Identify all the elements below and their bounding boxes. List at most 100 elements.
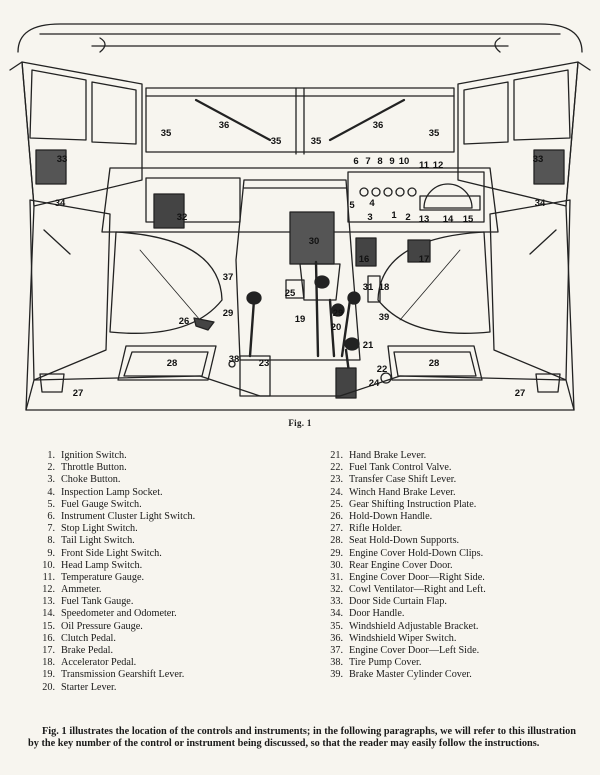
intro-paragraph: Fig. 1 illustrates the location of the c… bbox=[28, 726, 576, 750]
legend-number: 20. bbox=[42, 681, 55, 693]
legend-text: Transfer Case Shift Lever. bbox=[349, 474, 457, 486]
callout-starter: 20 bbox=[331, 322, 342, 333]
legend-number: 12. bbox=[42, 584, 55, 596]
callout-tire-pump: 38 bbox=[229, 354, 240, 365]
legend-number: 1. bbox=[47, 450, 55, 461]
callout-instr-5: 5 bbox=[349, 200, 355, 211]
legend-number: 26. bbox=[330, 510, 343, 522]
callout-door-handle-left: 34 bbox=[55, 198, 66, 209]
callout-brake-pedal: 17 bbox=[419, 254, 430, 265]
legend-text: Hand Brake Lever. bbox=[349, 450, 427, 461]
legend-entry: 29.Engine Cover Hold-Down Clips. bbox=[322, 548, 582, 560]
legend-text: Instrument Cluster Light Switch. bbox=[61, 510, 196, 522]
legend-text: Accelerator Pedal. bbox=[61, 657, 137, 669]
callout-clutch: 16 bbox=[359, 254, 370, 265]
legend-text: Inspection Lamp Socket. bbox=[61, 486, 163, 498]
legend-entry: 33.Door Side Curtain Flap. bbox=[322, 596, 582, 608]
legend-number: 36. bbox=[330, 632, 343, 644]
legend-number: 19. bbox=[42, 669, 55, 681]
legend-entry: 7.Stop Light Switch. bbox=[34, 523, 294, 535]
legend-entry: 24.Winch Hand Brake Lever. bbox=[322, 487, 582, 499]
legend-text: Throttle Button. bbox=[61, 462, 127, 474]
callout-door-handle-right: 34 bbox=[535, 198, 546, 209]
callout-curtain-flap-left: 33 bbox=[57, 154, 68, 165]
legend-entry: 23. Transfer Case Shift Lever. bbox=[322, 474, 582, 486]
legend-text: Speedometer and Odometer. bbox=[61, 608, 177, 620]
callout-accelerator: 18 bbox=[379, 282, 390, 293]
callout-wiper-right: 36 bbox=[373, 120, 384, 131]
callout-hand-brake: 21 bbox=[363, 340, 374, 351]
callout-instr-8: 8 bbox=[377, 156, 382, 167]
legend-column-right: 21.Hand Brake Lever.22.Fuel Tank Control… bbox=[322, 450, 582, 682]
callout-instr-14: 14 bbox=[443, 214, 454, 225]
callout-bracket-far-left: 35 bbox=[161, 128, 172, 139]
legend-number: 28. bbox=[330, 535, 343, 547]
legend-text: Brake Master Cylinder Cover. bbox=[349, 669, 472, 681]
legend-entry: 31.Engine Cover Door—Right Side. bbox=[322, 572, 582, 584]
legend-entry: 26.Hold-Down Handle. bbox=[322, 511, 582, 523]
instrument-panel bbox=[347, 171, 485, 223]
callout-clip-right: 29 bbox=[333, 308, 344, 319]
windshield-frame bbox=[145, 87, 455, 153]
legend-text: Clutch Pedal. bbox=[61, 632, 116, 644]
legend-text: Temperature Gauge. bbox=[61, 571, 145, 583]
wheel-well-left bbox=[109, 231, 223, 334]
legend-text: Tail Light Switch. bbox=[61, 535, 135, 547]
legend-number: 39. bbox=[330, 669, 343, 681]
legend-text: Oil Pressure Gauge. bbox=[61, 620, 143, 632]
callout-curtain-flap-right: 33 bbox=[533, 154, 544, 165]
callout-rear-engine-cover-door: 30 bbox=[309, 236, 320, 247]
legend-entry: 35.Windshield Adjustable Bracket. bbox=[322, 621, 582, 633]
callout-seat-left: 28 bbox=[167, 358, 178, 369]
legend-entry: 9.Front Side Light Switch. bbox=[34, 548, 294, 560]
legend-entry: 4. Inspection Lamp Socket. bbox=[34, 487, 294, 499]
legend-entry: 30.Rear Engine Cover Door. bbox=[322, 560, 582, 572]
legend-number: 17. bbox=[42, 645, 55, 656]
legend-text: Starter Lever. bbox=[61, 681, 117, 693]
legend-number: 2. bbox=[47, 462, 55, 474]
legend-text: Winch Hand Brake Lever. bbox=[349, 486, 456, 498]
callout-engine-cover-right: 31 bbox=[363, 282, 374, 293]
callout-instr-11: 11 bbox=[419, 160, 430, 171]
legend-entry: 32.Cowl Ventilator—Right and Left. bbox=[322, 584, 582, 596]
legend-entry: 36.Windshield Wiper Switch. bbox=[322, 633, 582, 645]
legend-text: Brake Pedal. bbox=[61, 645, 114, 656]
callout-instr-12: 12 bbox=[433, 160, 444, 171]
legend-entry: 3.Choke Button. bbox=[34, 474, 294, 486]
callout-shift-plate: 25 bbox=[285, 288, 296, 299]
legend-entry: 19.Transmission Gearshift Lever. bbox=[34, 669, 294, 681]
figure-caption: Fig. 1 bbox=[288, 418, 312, 428]
legend-number: 37. bbox=[330, 645, 343, 656]
legend-number: 8. bbox=[47, 535, 55, 547]
legend-number: 34. bbox=[330, 608, 343, 620]
legend-number: 10. bbox=[42, 559, 55, 571]
legend-number: 9. bbox=[47, 547, 55, 559]
legend-entry: 21.Hand Brake Lever. bbox=[322, 450, 582, 462]
callout-brake-cover: 39 bbox=[379, 312, 390, 323]
callout-bracket-center-left: 35 bbox=[271, 136, 282, 147]
legend-text: Head Lamp Switch. bbox=[61, 559, 143, 571]
legend-number: 7. bbox=[47, 523, 55, 535]
callout-transfer-lever: 23 bbox=[259, 358, 270, 369]
legend-text: Door Side Curtain Flap. bbox=[349, 596, 447, 608]
callout-rifle-left: 27 bbox=[73, 388, 84, 399]
legend-number: 4. bbox=[47, 486, 55, 498]
wheel-well-right bbox=[377, 231, 491, 334]
legend-entry: 12.Ammeter. bbox=[34, 584, 294, 596]
callout-engine-cover-left: 37 bbox=[223, 272, 234, 283]
seat-support-left bbox=[117, 345, 217, 381]
floor bbox=[25, 375, 575, 411]
legend-number: 23. bbox=[330, 474, 343, 486]
legend-text: Windshield Adjustable Bracket. bbox=[349, 620, 479, 632]
callout-instr-6: 6 bbox=[353, 156, 358, 167]
legend-text: Engine Cover Hold-Down Clips. bbox=[349, 547, 484, 559]
callout-hold-down-handle: 26 bbox=[179, 316, 190, 327]
legend-number: 16. bbox=[42, 632, 55, 644]
legend-entry: 2. Throttle Button. bbox=[34, 462, 294, 474]
legend-text: Door Handle. bbox=[349, 608, 405, 620]
callout-seat-right: 28 bbox=[429, 358, 440, 369]
legend-number: 30. bbox=[330, 559, 343, 571]
callout-wiper-left: 36 bbox=[219, 120, 230, 131]
legend-number: 32. bbox=[330, 584, 343, 596]
